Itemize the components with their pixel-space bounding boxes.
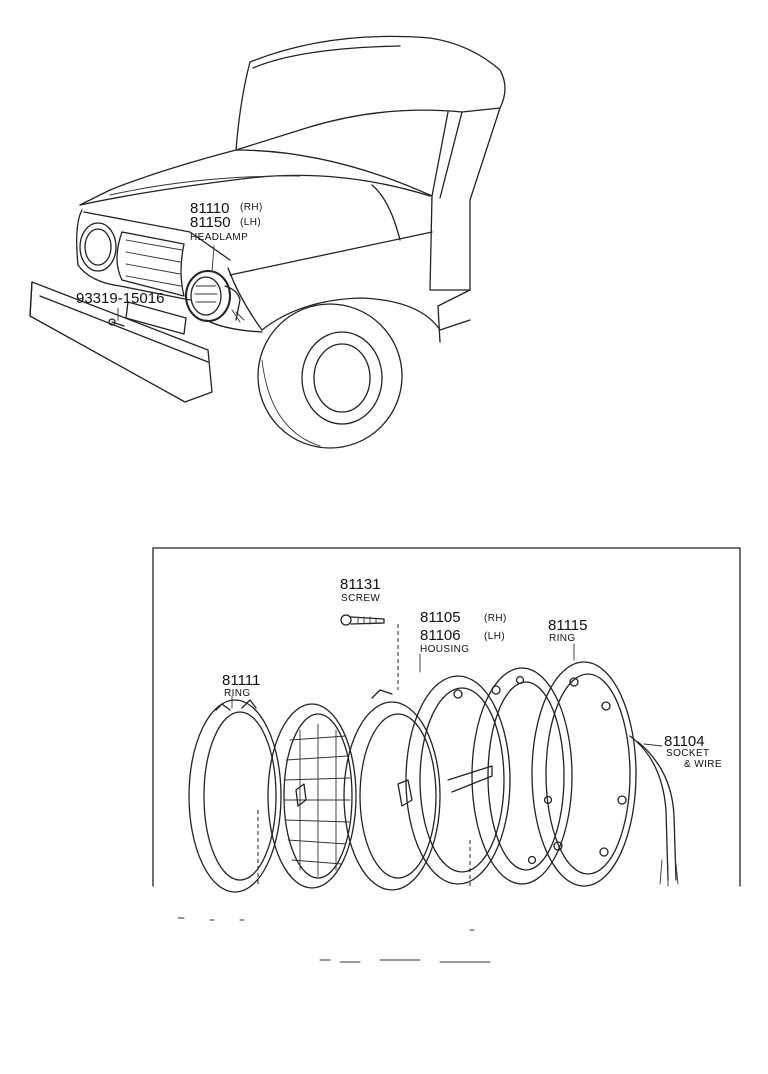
headlamp-name: HEADLAMP — [190, 232, 248, 243]
truck-illustration — [29, 35, 506, 449]
housing-part-lh: 81106 — [420, 627, 461, 644]
exploded-view-frame — [152, 547, 741, 887]
housing-name: HOUSING — [420, 644, 469, 655]
screw-81131-part-number: 81131 — [340, 576, 381, 593]
retaining-ring-part — [343, 689, 441, 891]
housing-part — [405, 675, 511, 885]
outer-ring-name: RING — [224, 688, 251, 699]
scan-marks — [177, 917, 491, 963]
headlamp-tag-lh: (LH) — [240, 217, 261, 228]
socket-leader — [643, 743, 663, 747]
screw-part-number: 93319-15016 — [76, 290, 164, 307]
housing-part-rh: 81105 — [420, 609, 461, 626]
sealed-beam-lamp — [267, 703, 357, 889]
mount-ring-part-number: 81115 — [548, 617, 588, 634]
headlamp-part-rh: 81110 — [190, 200, 230, 217]
mounting-plate-part — [471, 667, 573, 885]
housing-tag-lh: (LH) — [484, 631, 505, 642]
screw-81131-part — [340, 614, 399, 690]
screw-callout-mark — [108, 307, 125, 327]
screw-81131-name: SCREW — [341, 593, 380, 604]
headlamp-tag-rh: (RH) — [240, 202, 263, 213]
socket-wire-part — [629, 735, 679, 887]
outer-ring-part-number: 81111 — [222, 672, 260, 689]
mount-ring-part — [531, 661, 637, 887]
mount-ring-name: RING — [549, 633, 576, 644]
socket-part-number: 81104 — [664, 733, 705, 750]
outer-ring-part — [188, 699, 282, 893]
socket-name-line1: SOCKET — [666, 748, 710, 759]
headlamp-part-lh: 81150 — [190, 214, 231, 231]
socket-name-line2: & WIRE — [684, 759, 722, 770]
headlamp-callout-lamp — [185, 245, 245, 323]
housing-tag-rh: (RH) — [484, 613, 507, 624]
